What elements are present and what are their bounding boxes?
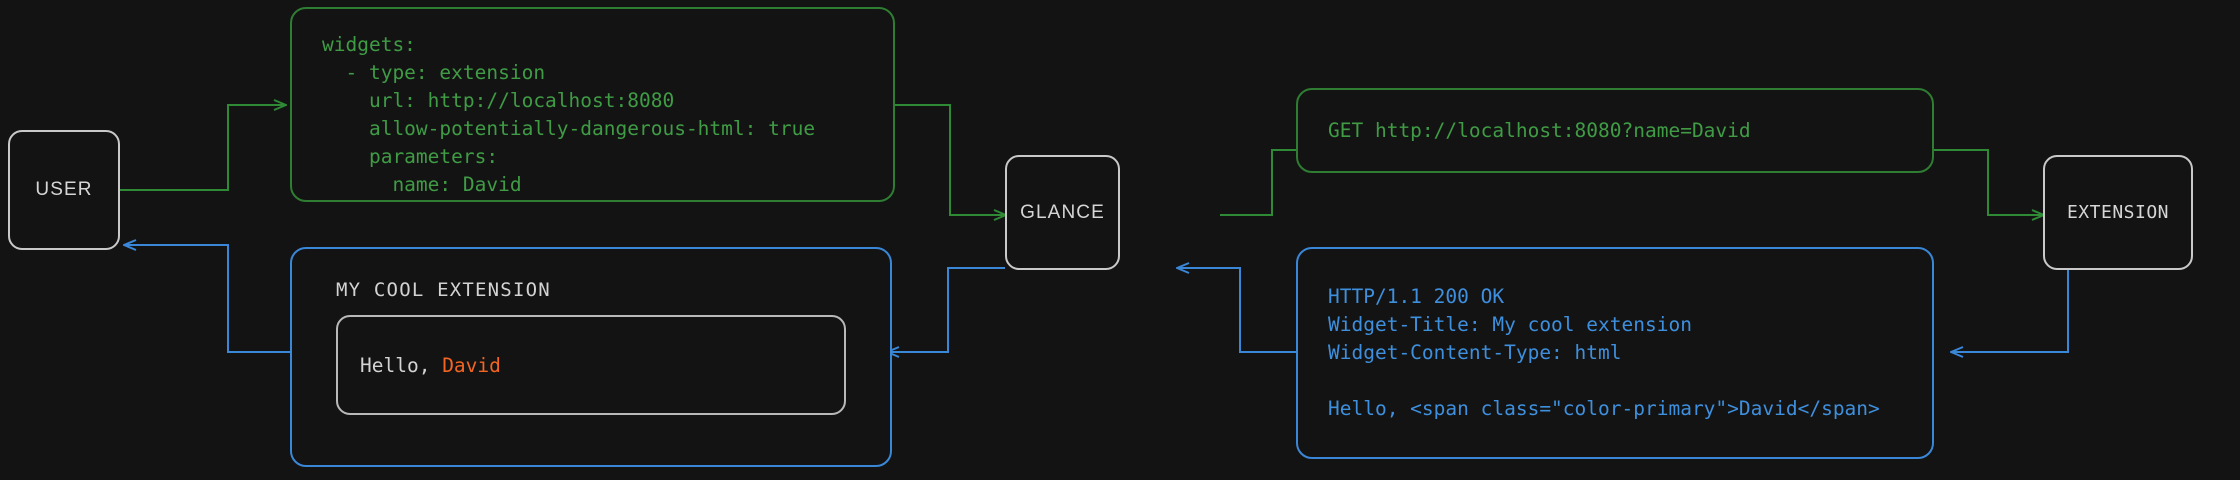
panel-http-response: HTTP/1.1 200 OK Widget-Title: My cool ex… bbox=[1296, 247, 1934, 459]
widget-greeting-name: David bbox=[442, 353, 501, 377]
node-extension-label: EXTENSION bbox=[2066, 202, 2170, 223]
widget-body: Hello, David bbox=[336, 315, 846, 415]
yaml-config-code: widgets: - type: extension url: http://l… bbox=[322, 33, 816, 196]
widget-greeting-prefix: Hello, bbox=[360, 353, 443, 377]
panel-yaml-config: widgets: - type: extension url: http://l… bbox=[290, 7, 895, 202]
widget-title: MY COOL EXTENSION bbox=[336, 279, 551, 301]
wire-widget-to-user bbox=[125, 245, 290, 353]
wire-response-to-glance bbox=[1178, 268, 1300, 353]
http-response-code: HTTP/1.1 200 OK Widget-Title: My cool ex… bbox=[1328, 285, 1880, 420]
node-user[interactable]: USER bbox=[8, 130, 120, 250]
node-glance-label: GLANCE bbox=[1020, 201, 1105, 223]
widget-greeting: Hello, David bbox=[360, 354, 501, 377]
panel-http-request: GET http://localhost:8080?name=David bbox=[1296, 88, 1934, 173]
wire-extension-to-response bbox=[1952, 259, 2130, 352]
wire-request-to-extension bbox=[1930, 149, 2043, 215]
node-extension[interactable]: EXTENSION bbox=[2043, 155, 2193, 270]
http-request-code: GET http://localhost:8080?name=David bbox=[1328, 118, 1751, 142]
wire-config-to-glance bbox=[895, 104, 1005, 215]
node-glance[interactable]: GLANCE bbox=[1005, 155, 1120, 270]
wire-glance-to-widget bbox=[888, 267, 1005, 352]
panel-rendered-widget: MY COOL EXTENSION Hello, David bbox=[290, 247, 892, 467]
node-user-label: USER bbox=[35, 179, 93, 200]
wire-user-to-config bbox=[120, 105, 285, 191]
